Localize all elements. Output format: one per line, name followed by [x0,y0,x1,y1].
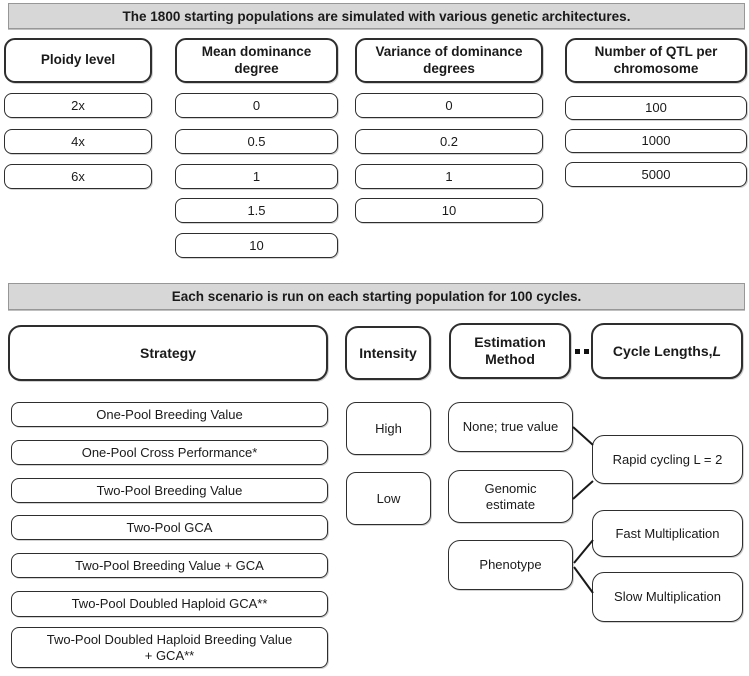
mean-dominance-value: 10 [175,233,338,258]
cycle-length-slow-multiplication: Slow Multiplication [592,572,743,622]
estimation-genomic-estimate: Genomic estimate [448,470,573,523]
estimation-phenotype: Phenotype [448,540,573,590]
variance-value: 1 [355,164,543,189]
ploidy-value-4x: 4x [4,129,152,154]
dotted-connector-dot [584,349,589,354]
strategy-item: Two-Pool Breeding Value + GCA [11,553,328,578]
strategy-item: One-Pool Breeding Value [11,402,328,427]
estimation-none-true-value: None; true value [448,402,573,452]
variance-value: 10 [355,198,543,223]
mean-dominance-value: 1.5 [175,198,338,223]
line-phenotype-to-fast [573,539,594,564]
mean-dominance-value: 0.5 [175,129,338,154]
mean-dominance-value: 1 [175,164,338,189]
cycle-lengths-header-text: Cycle Lengths, [612,342,713,359]
cycle-lengths-header: Cycle Lengths, L [591,323,743,379]
variance-dominance-header: Variance of dominance degrees [355,38,543,83]
dotted-connector-dot [575,349,580,354]
cycle-length-fast-multiplication: Fast Multiplication [592,510,743,557]
qtl-value: 100 [565,96,747,120]
strategy-item: Two-Pool Doubled Haploid Breeding Value … [11,627,328,668]
line-none-to-rapid [572,426,594,446]
qtl-value: 5000 [565,162,747,187]
strategy-item: One-Pool Cross Performance* [11,440,328,465]
strategy-item: Two-Pool Breeding Value [11,478,328,503]
qtl-value: 1000 [565,129,747,153]
cycle-length-rapid-cycling: Rapid cycling L = 2 [592,435,743,484]
strategy-header: Strategy [8,325,328,381]
ploidy-value-2x: 2x [4,93,152,118]
qtl-per-chromosome-header: Number of QTL per chromosome [565,38,747,83]
mean-dominance-value: 0 [175,93,338,118]
line-phenotype-to-slow [573,566,594,594]
section1-banner: The 1800 starting populations are simula… [8,3,745,29]
ploidy-value-6x: 6x [4,164,152,189]
intensity-header: Intensity [345,326,431,380]
cycle-lengths-header-italic-l: L [712,342,722,359]
intensity-low: Low [346,472,431,525]
ploidy-level-header: Ploidy level [4,38,152,83]
mean-dominance-header: Mean dominance degree [175,38,338,83]
intensity-high: High [346,402,431,455]
variance-value: 0 [355,93,543,118]
line-genomic-to-rapid [572,480,594,500]
section2-banner: Each scenario is run on each starting po… [8,283,745,310]
estimation-method-header: Estimation Method [449,323,571,379]
strategy-item: Two-Pool Doubled Haploid GCA** [11,591,328,617]
strategy-item: Two-Pool GCA [11,515,328,540]
variance-value: 0.2 [355,129,543,154]
